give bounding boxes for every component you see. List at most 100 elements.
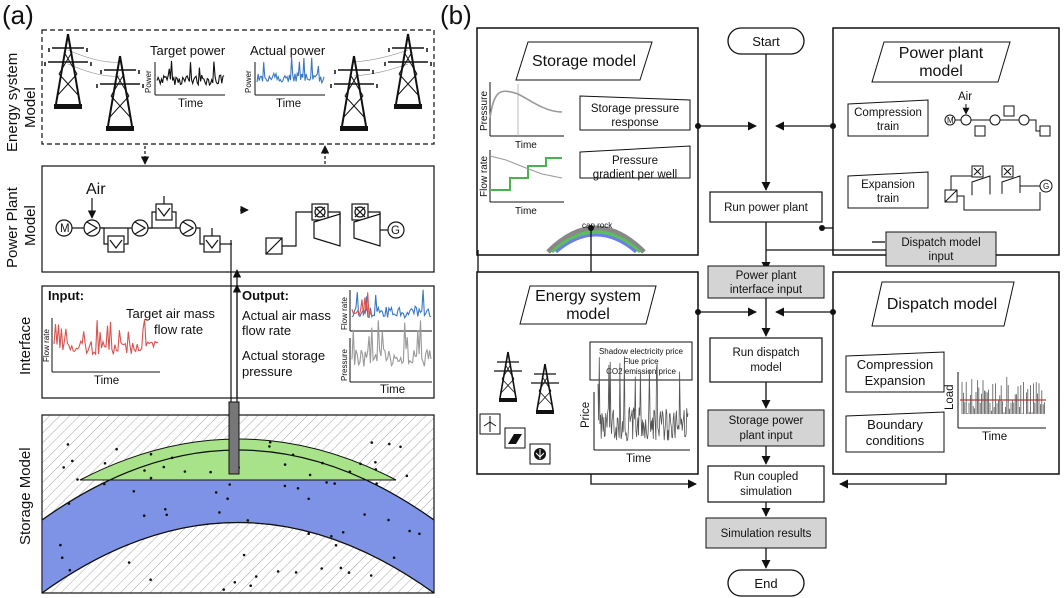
prices-label-3: CO2 emission price (606, 367, 676, 376)
solar-panel-icon (504, 427, 526, 449)
dispatch-input-label-2: input (929, 251, 955, 263)
storage-pressure-plot-a: Pressure Time (340, 320, 432, 396)
side-label-powerplant-2: Model (22, 205, 39, 246)
pore-dot (242, 553, 246, 557)
pore-dot (103, 482, 106, 486)
storage-pressure-response-plot: Pressure Time (479, 82, 564, 151)
flow-rate-step-plot: Flow rate Time (479, 150, 564, 217)
actual-air-label-2: flow rate (242, 323, 291, 338)
actual-airflow-plot: Flow rate (340, 289, 432, 332)
expansion-train-box (847, 171, 929, 209)
connector-dot (695, 123, 701, 129)
compression-train-schematic-b: Air M (944, 91, 1051, 137)
pore-dot (149, 578, 152, 581)
storage-pressure-line-a (351, 320, 432, 368)
flowchart (477, 54, 947, 569)
target-airflow-y-axis: Flow rate (42, 329, 51, 362)
target-airflow-x-axis: Time (94, 375, 119, 387)
run-power-plant-label: Run power plant (724, 202, 809, 214)
connector-dot (830, 123, 836, 129)
pore-dot (363, 513, 366, 516)
pore-dot (320, 567, 324, 570)
pore-dot (67, 502, 71, 505)
prices-label-1: Shadow electricity price (599, 347, 684, 356)
pore-dot (71, 459, 74, 463)
compression-train-label-1: Compression (854, 107, 922, 119)
expansion-train-schematic-b: G (944, 165, 1053, 211)
pore-dot (294, 571, 298, 574)
price-plot: Price Time (580, 356, 690, 465)
side-label-energy-1: Energy system (4, 53, 21, 152)
actual-power-line (256, 57, 325, 85)
pore-dot (330, 535, 333, 538)
actual-airflow-line (351, 289, 432, 320)
connector-dot (819, 225, 825, 231)
pore-dot (268, 440, 272, 444)
generator-label-b: G (1043, 182, 1049, 191)
target-power-label: Target power (150, 43, 226, 58)
price-time-axis: Time (626, 453, 651, 465)
connector-dot (830, 309, 836, 315)
pore-dot (76, 478, 79, 481)
pore-dot (370, 441, 374, 444)
interface-input-title: Input: (48, 288, 84, 303)
side-labels-a: Energy system Model Power Plant Model In… (4, 53, 39, 545)
storage-pp-input-node (707, 409, 825, 447)
wind-turbine-icon (479, 413, 501, 435)
pressure-gradient-box (579, 145, 691, 179)
actual-power-plot: Power Time (244, 57, 325, 110)
run-coupled-label-1: Run coupled (734, 471, 799, 483)
connector-dot (695, 309, 701, 315)
pore-dot (283, 463, 287, 466)
pore-dot (388, 442, 391, 446)
dispatch-input-label-1: Dispatch model (901, 237, 980, 249)
power-plant-title-2: model (919, 63, 963, 80)
pore-dot (149, 452, 153, 456)
run-power-plant-node (709, 191, 823, 223)
price-axis: Price (580, 402, 592, 428)
pore-dot (325, 481, 328, 484)
actual-power-x-axis: Time (276, 98, 301, 110)
well-bore (228, 401, 240, 475)
energy-system-title-2: model (566, 306, 610, 323)
actual-power-y-axis: Power (244, 70, 253, 93)
storage-model-title-box (515, 41, 653, 81)
pore-dot (418, 532, 421, 536)
prices-label-2: Flue price (623, 357, 659, 366)
pp-interface-input-node (707, 265, 825, 299)
pore-dot (214, 491, 218, 494)
pore-dot (226, 497, 229, 501)
side-label-storage: Storage Model (17, 447, 34, 545)
air-label-a: Air (86, 181, 106, 198)
energy-system-title-1: Energy system (535, 288, 641, 305)
connector-dot (588, 225, 594, 231)
actual-storage-label-2: pressure (242, 364, 293, 379)
target-power-y-axis: Power (144, 70, 153, 93)
start-label: Start (752, 34, 780, 49)
pore-dot (374, 468, 378, 471)
pore-dot (228, 483, 231, 486)
pore-dot (60, 556, 64, 559)
pore-dot (296, 487, 300, 490)
energy-system-box-a (41, 29, 435, 145)
load-plot: Load Time (944, 372, 1046, 443)
target-airflow-line (53, 319, 159, 356)
pore-dot (333, 482, 337, 485)
cap-rock-label: cap rock (582, 221, 613, 230)
target-power-plot: Power Time (144, 60, 225, 110)
pore-dot (149, 476, 153, 480)
storage-model-title: Storage model (532, 53, 636, 70)
generator-label-a: G (391, 225, 400, 237)
prices-box (589, 341, 693, 381)
target-power-line (156, 60, 225, 87)
pore-dot (374, 461, 377, 464)
air-label-b: Air (958, 91, 972, 103)
price-line (597, 356, 689, 442)
pore-dot (369, 574, 373, 577)
pore-dot (162, 465, 166, 469)
end-node (727, 569, 805, 597)
pore-dot (408, 529, 411, 533)
pore-dot (142, 514, 146, 517)
compression-train-label-2: train (877, 121, 899, 133)
pore-dot (339, 566, 343, 570)
